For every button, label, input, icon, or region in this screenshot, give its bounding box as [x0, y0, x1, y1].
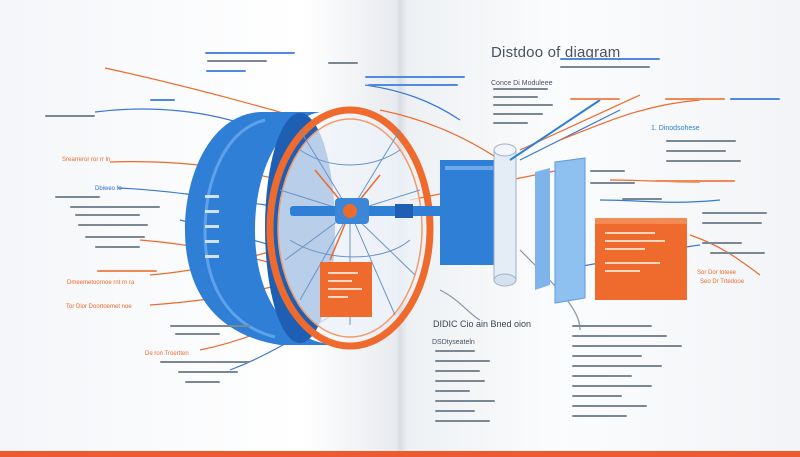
orange-inner-panel	[320, 262, 372, 317]
section-heading: DIDIC Cio ain Bned oion	[433, 320, 531, 329]
left-label-orange-3: Tor Dlor Doortoemet noe	[66, 304, 132, 310]
section-subheading: DSDtyseateln	[432, 339, 475, 346]
blue-panel-2	[535, 158, 585, 303]
left-label-orange-4: De ron Troertten	[145, 351, 189, 357]
right-subheading: 1. Dinodsohese	[651, 125, 700, 132]
white-cylinder	[494, 144, 516, 286]
left-label-blue-1: Dbiweo fo	[95, 186, 122, 192]
orange-panel	[595, 218, 687, 300]
right-label-orange-2: Seo Dr Trtedooe	[700, 279, 744, 285]
left-label-orange-1: Srearreror ror rr ln	[62, 157, 110, 163]
right-label-orange-1: Sor Dor Ioteee	[697, 270, 736, 276]
left-label-orange-2: Dmeemetoornoe rnt rn ra	[67, 280, 134, 286]
book-bottom-edge	[0, 451, 800, 457]
blue-panel-1	[440, 160, 498, 265]
module-subheading: Conce Di Moduleee	[491, 80, 552, 87]
